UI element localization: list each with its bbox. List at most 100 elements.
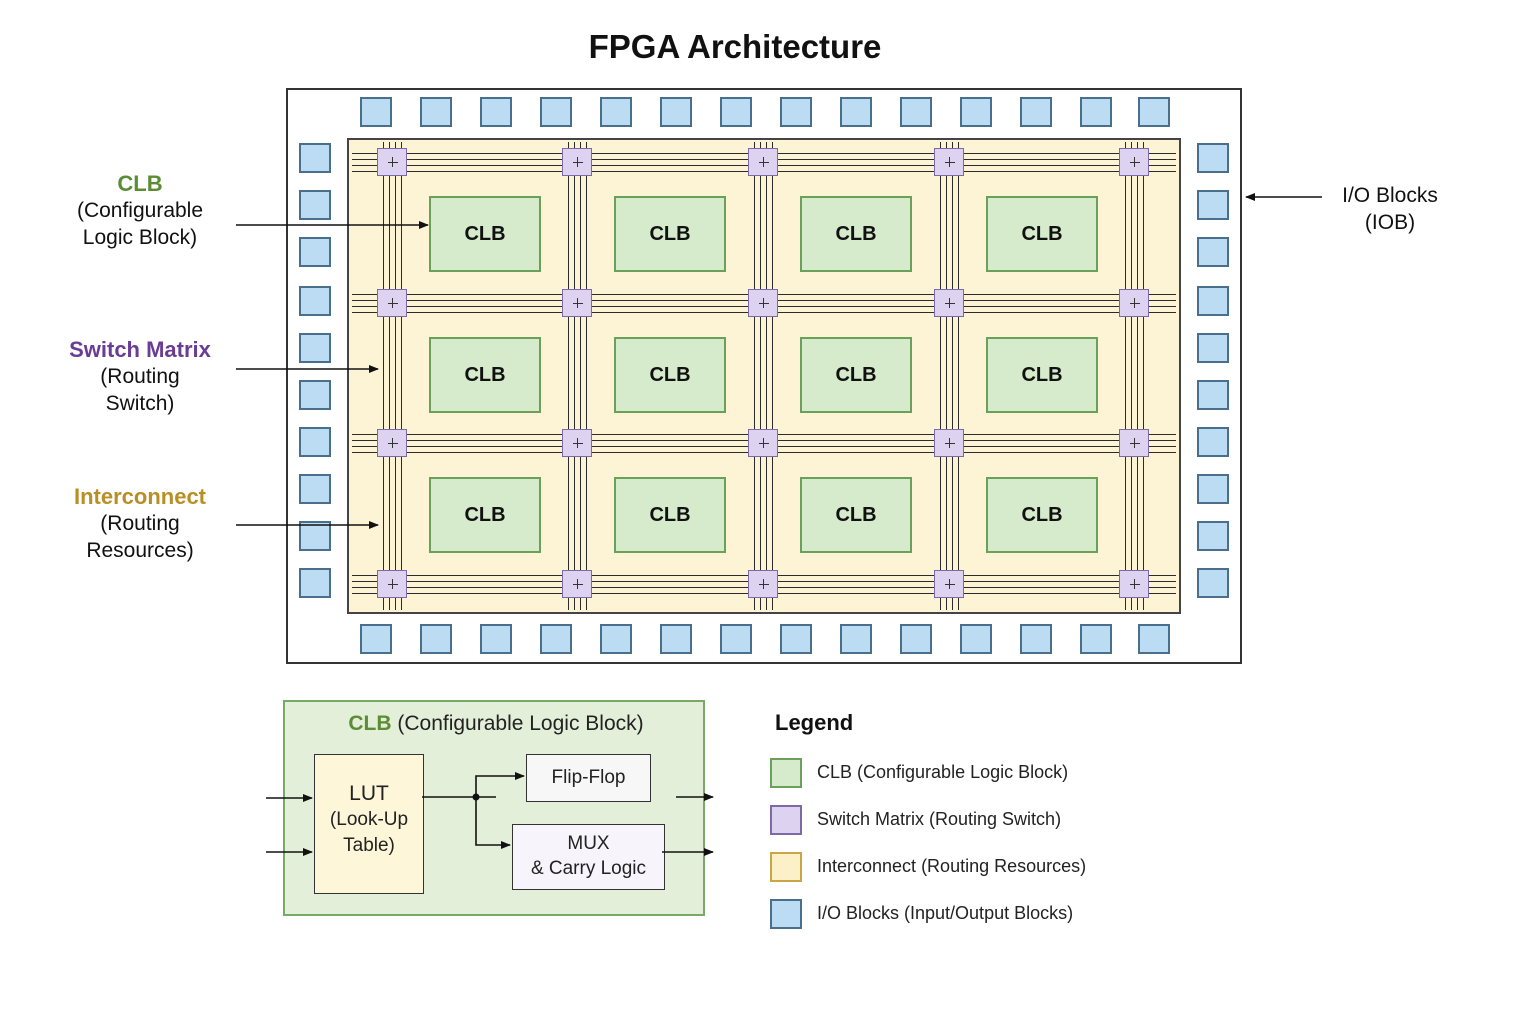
io-block bbox=[540, 624, 572, 654]
lut-line2: (Look-Up bbox=[329, 809, 409, 830]
io-block bbox=[1197, 568, 1229, 598]
io-block bbox=[780, 97, 812, 127]
switch-matrix bbox=[562, 148, 592, 176]
io-block bbox=[720, 97, 752, 127]
lut-box: LUT (Look-Up Table) bbox=[314, 754, 424, 894]
interconnect-line bbox=[754, 142, 755, 610]
clb-block: CLB bbox=[800, 196, 912, 272]
legend-item: Interconnect (Routing Resources) bbox=[770, 852, 1170, 884]
io-block bbox=[299, 143, 331, 173]
switch-matrix bbox=[934, 148, 964, 176]
clb-block: CLB bbox=[986, 477, 1098, 553]
switch-matrix bbox=[562, 289, 592, 317]
legend-label: CLB (Configurable Logic Block) bbox=[817, 762, 1069, 782]
io-annotation-line2: (IOB) bbox=[1364, 211, 1416, 234]
io-block bbox=[299, 237, 331, 267]
io-block bbox=[480, 624, 512, 654]
switch-matrix bbox=[377, 570, 407, 598]
legend-title: Legend bbox=[775, 710, 854, 735]
interconnect-line bbox=[760, 142, 761, 610]
io-block bbox=[960, 97, 992, 127]
interconnect-line bbox=[1125, 142, 1126, 610]
legend-label: Interconnect (Routing Resources) bbox=[817, 856, 1087, 876]
switch-matrix-annotation-head: Switch Matrix bbox=[69, 337, 211, 362]
legend-swatch bbox=[770, 852, 802, 882]
io-annotation: I/O Blocks (IOB) bbox=[1310, 182, 1470, 236]
io-annotation-line1: I/O Blocks bbox=[1342, 184, 1438, 207]
flipflop-box: Flip-Flop bbox=[526, 754, 651, 802]
switch-matrix bbox=[934, 429, 964, 457]
io-block bbox=[360, 624, 392, 654]
clb-block: CLB bbox=[614, 337, 726, 413]
io-block bbox=[540, 97, 572, 127]
io-block bbox=[1197, 286, 1229, 316]
switch-matrix bbox=[748, 570, 778, 598]
io-block bbox=[660, 97, 692, 127]
interconnect-line bbox=[586, 142, 587, 610]
io-block bbox=[299, 286, 331, 316]
io-block bbox=[1197, 380, 1229, 410]
interconnect-line bbox=[952, 142, 953, 610]
interconnect-line bbox=[395, 142, 396, 610]
io-block bbox=[1197, 427, 1229, 457]
clb-annotation-line2: Logic Block) bbox=[82, 226, 198, 249]
interconnect-annotation: Interconnect (Routing Resources) bbox=[50, 483, 230, 564]
io-block bbox=[840, 624, 872, 654]
clb-block: CLB bbox=[800, 337, 912, 413]
io-block bbox=[1197, 474, 1229, 504]
legend-swatch bbox=[770, 758, 802, 788]
clb-detail-title-bold: CLB bbox=[348, 712, 392, 735]
io-block bbox=[660, 624, 692, 654]
page-title: FPGA Architecture bbox=[588, 28, 882, 65]
clb-detail-title: CLB (Configurable Logic Block) bbox=[285, 712, 707, 736]
interconnect-line bbox=[772, 142, 773, 610]
io-block bbox=[600, 624, 632, 654]
clb-block: CLB bbox=[429, 337, 541, 413]
switch-matrix-annotation: Switch Matrix (Routing Switch) bbox=[50, 336, 230, 417]
clb-annotation-line1: (Configurable bbox=[76, 199, 204, 222]
interconnect-line bbox=[1131, 142, 1132, 610]
interconnect-line bbox=[946, 142, 947, 610]
interconnect-line bbox=[574, 142, 575, 610]
switch-matrix bbox=[748, 148, 778, 176]
io-block bbox=[600, 97, 632, 127]
legend-label: I/O Blocks (Input/Output Blocks) bbox=[817, 903, 1074, 923]
io-block bbox=[720, 624, 752, 654]
clb-detail-panel: CLB (Configurable Logic Block) LUT (Look… bbox=[283, 700, 705, 916]
legend-item: I/O Blocks (Input/Output Blocks) bbox=[770, 899, 1170, 931]
io-block bbox=[299, 521, 331, 551]
mux-box: MUX & Carry Logic bbox=[512, 824, 665, 890]
io-block bbox=[1080, 97, 1112, 127]
switch-matrix bbox=[562, 570, 592, 598]
interconnect-annotation-head: Interconnect bbox=[73, 484, 207, 509]
interconnect-line bbox=[580, 142, 581, 610]
io-block bbox=[1020, 97, 1052, 127]
switch-matrix bbox=[1119, 570, 1149, 598]
switch-matrix bbox=[748, 289, 778, 317]
clb-detail-title-rest: (Configurable Logic Block) bbox=[391, 712, 644, 735]
interconnect-line bbox=[401, 142, 402, 610]
interconnect-line bbox=[1137, 142, 1138, 610]
io-block bbox=[1197, 143, 1229, 173]
io-block bbox=[299, 474, 331, 504]
lut-line3: Table) bbox=[343, 835, 395, 856]
io-block bbox=[299, 190, 331, 220]
legend-swatch bbox=[770, 805, 802, 835]
legend-item: Switch Matrix (Routing Switch) bbox=[770, 805, 1170, 837]
io-block bbox=[299, 427, 331, 457]
switch-matrix bbox=[377, 429, 407, 457]
io-block bbox=[1020, 624, 1052, 654]
clb-block: CLB bbox=[429, 477, 541, 553]
interconnect-line bbox=[958, 142, 959, 610]
switch-matrix bbox=[562, 429, 592, 457]
mux-line1: MUX bbox=[567, 833, 610, 854]
io-block bbox=[1197, 237, 1229, 267]
io-block bbox=[1138, 624, 1170, 654]
io-block bbox=[1138, 97, 1170, 127]
io-block bbox=[420, 624, 452, 654]
io-block bbox=[1197, 521, 1229, 551]
switch-matrix-annotation-line2: Switch) bbox=[105, 392, 175, 415]
io-block bbox=[1197, 333, 1229, 363]
clb-block: CLB bbox=[429, 196, 541, 272]
interconnect-line bbox=[389, 142, 390, 610]
